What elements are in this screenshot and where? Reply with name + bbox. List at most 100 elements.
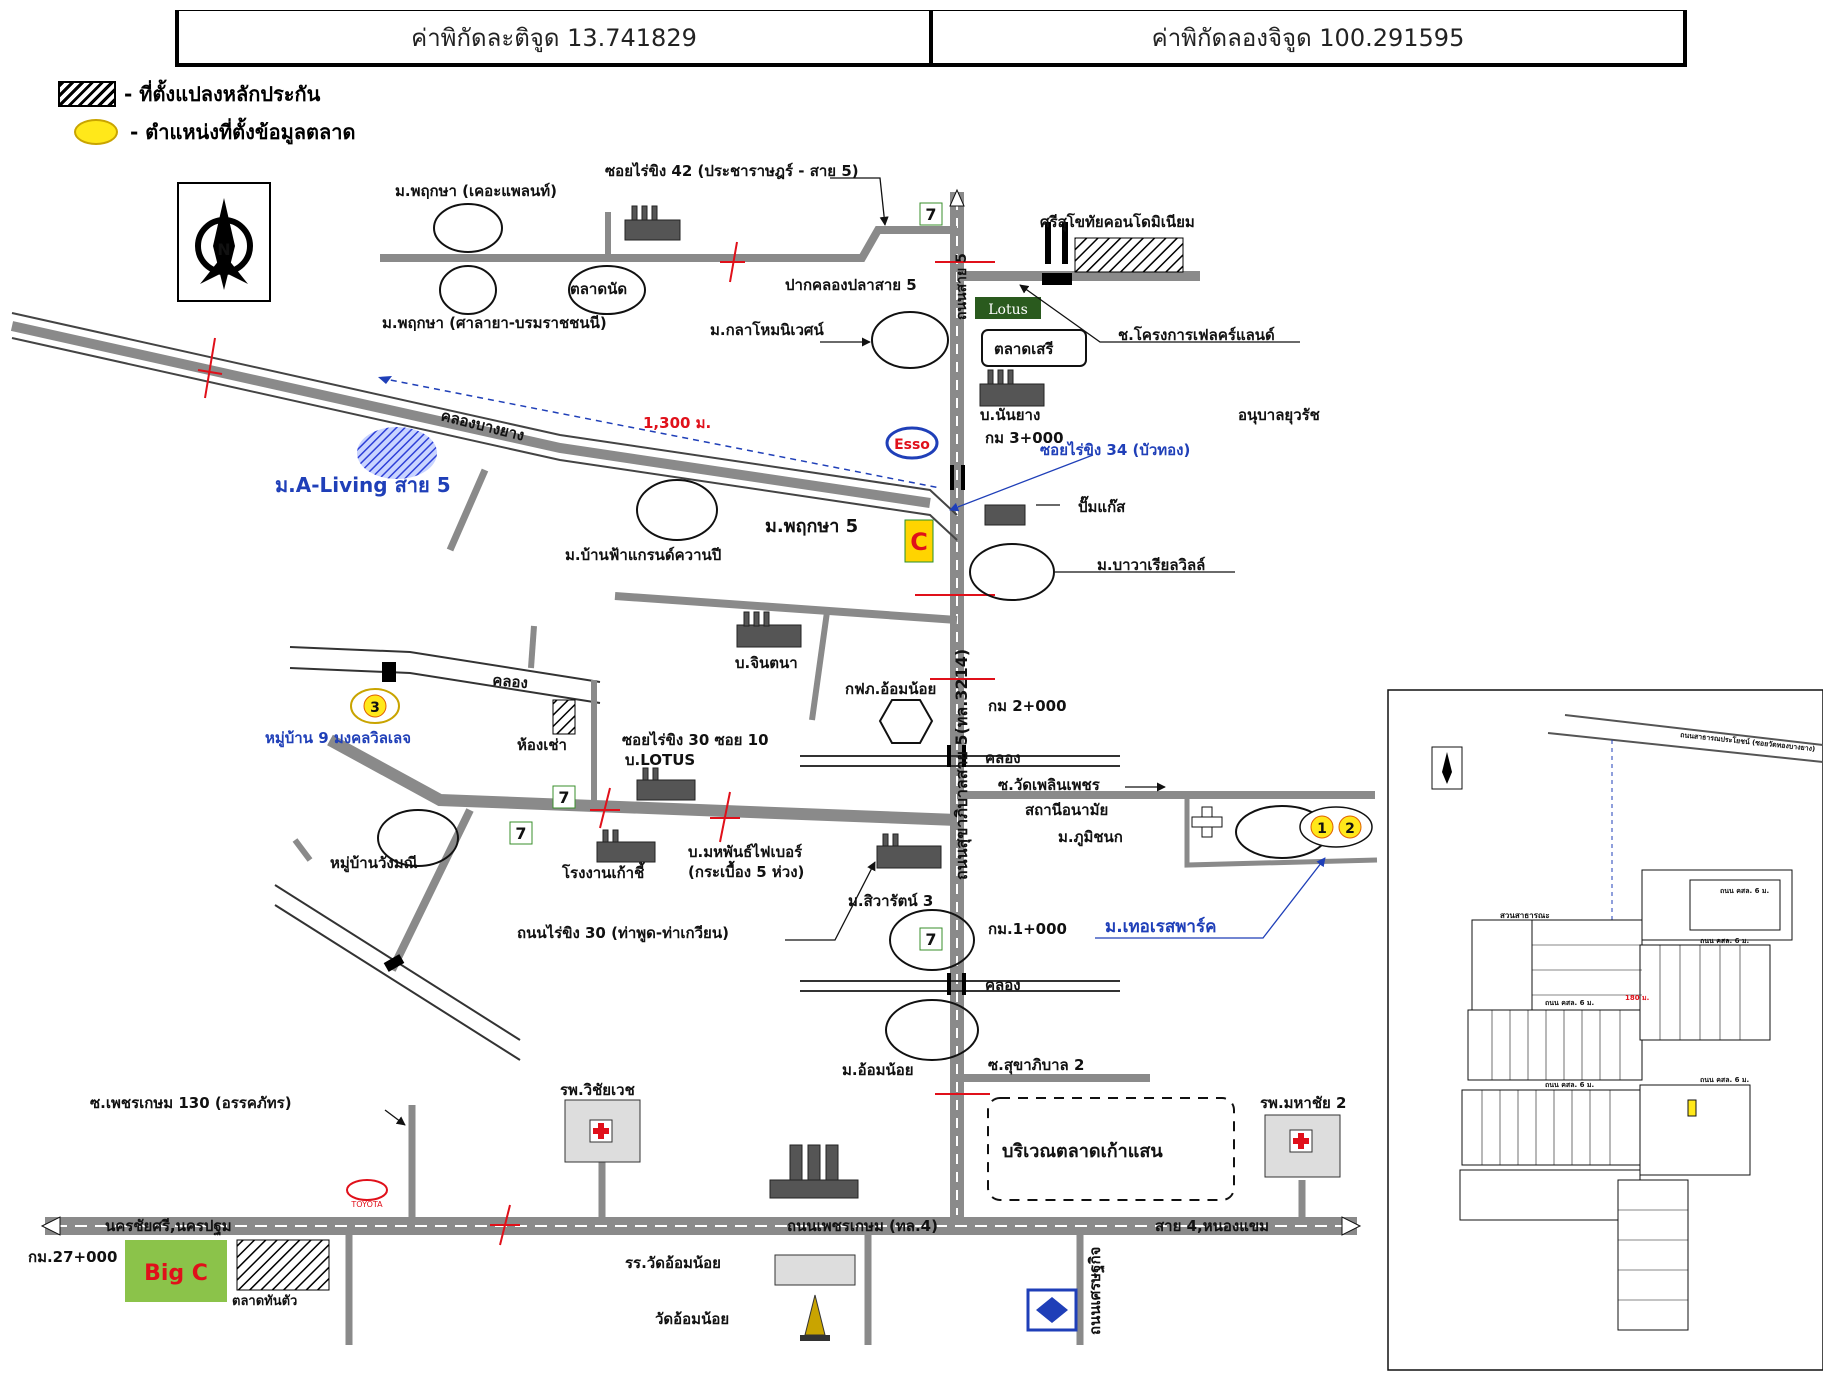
market-area-boundary (987, 1097, 1235, 1201)
factory-icon (624, 219, 681, 241)
label-phruksa-sala: ม.พฤกษา (ศาลายา-บรมราชชนนี) (382, 314, 607, 332)
label-sukhaphiban2: ซ.สุขาภิบาล 2 (988, 1056, 1084, 1075)
label-mahaphan: บ.มหพันธ์ไฟเบอร์ (688, 842, 803, 861)
inset-road-d: ถนน คสล. 6 ม. (1700, 1076, 1749, 1084)
inset-road-a: ถนน คสล. 6 ม. (1545, 999, 1594, 1007)
yellow-ellipse-icon (74, 119, 118, 145)
label-khlong-b: คลอง (985, 749, 1021, 767)
gas-station-icon (984, 504, 1026, 526)
legend-collateral: - ที่ตั้งแปลงหลักประกัน (58, 75, 356, 113)
label-terrace: ม.เทอเรสพาร์ค (1105, 916, 1216, 937)
label-phruksa5: ม.พฤกษา 5 (765, 516, 858, 537)
svg-text:C: C (910, 528, 928, 556)
svg-text:7: 7 (515, 824, 526, 843)
seven-eleven-icon: 7 (919, 927, 943, 951)
rental-rooms-building (552, 699, 576, 735)
temple-icon (804, 1294, 826, 1336)
label-siwarat3: ม.สิวารัตน์ 3 (848, 892, 933, 910)
label-talad-thantan: ตลาดทันตัว (232, 1294, 297, 1309)
inset-dist: 180 ม. (1625, 994, 1649, 1002)
market-marker-1-2: 1 2 (1299, 806, 1373, 848)
legend-market: - ตำแหน่งที่ตั้งข้อมูลตลาด (58, 113, 356, 151)
label-nakhon: นครชัยศรี,นครปฐม (105, 1217, 232, 1236)
label-dist-1300: 1,300 ม. (643, 414, 711, 432)
legend-market-label: - ตำแหน่งที่ตั้งข้อมูลตลาด (130, 120, 356, 144)
svg-text:7: 7 (925, 205, 936, 224)
market-building (236, 1239, 330, 1291)
label-wat-ornnoi: วัดอ้อมน้อย (655, 1310, 729, 1328)
label-main-road-top: ถนนสาย 5 (954, 253, 970, 320)
label-rongngan-kao: โรงงานเก้าชี้ (561, 861, 645, 882)
toyota-logo (346, 1179, 388, 1201)
label-khlong-c: คลอง (985, 976, 1021, 994)
svg-text:TOYOTA: TOYOTA (350, 1200, 383, 1209)
label-km3: กม 3+000 (985, 429, 1064, 447)
inset-road-b: ถนน คสล. 6 ม. (1545, 1081, 1594, 1089)
power-plant-icon (769, 1179, 859, 1199)
label-ban-nanyang: บ.นันยาง (980, 406, 1040, 424)
label-sai-ornnoi: กฟภ.อ้อมน้อย (845, 680, 936, 698)
label-pumkaew: ปั๊มแก๊ส (1078, 495, 1126, 516)
label-soi42: ซอยไร่ขิง 42 (ประชาราษฎร์ - สาย 5) (605, 161, 859, 180)
label-hong-thao: ห้องเช่า (517, 736, 567, 754)
label-soi-watphoen: ซ.วัดเพลินเพชร (998, 776, 1101, 794)
label-ornnoi-m: ม.อ้อมน้อย (842, 1061, 914, 1079)
label-anuban: อนุบาลยุวรัช (1238, 406, 1320, 425)
factory-icon (736, 624, 802, 648)
label-pakklong: ปากคลองปลาสาย 5 (785, 276, 917, 294)
svg-text:7: 7 (925, 930, 936, 949)
label-phetkasem: ถนนเพชรเกษม (ทล.4) (787, 1217, 938, 1235)
label-phumisanok: ม.ภูมิชนก (1058, 828, 1123, 847)
seven-eleven-icon: 7 (552, 785, 576, 809)
label-thanon-setthakij: ถนนเศรษฐกิจ (1086, 1247, 1105, 1335)
condominium-building (1074, 237, 1184, 273)
coordinate-bar: ค่าพิกัดละติจูด 13.741829 ค่าพิกัดลองจิจ… (175, 10, 1687, 67)
label-sathani: สถานีอนามัย (1025, 801, 1108, 819)
legend: - ที่ตั้งแปลงหลักประกัน - ตำแหน่งที่ตั้ง… (58, 75, 356, 151)
longitude-label: ค่าพิกัดลองจิจูด 100.291595 (929, 11, 1683, 63)
market-marker-3: 3 (350, 688, 400, 724)
label-km27: กม.27+000 (28, 1248, 117, 1266)
factory-icon (596, 841, 656, 863)
svg-text:Big C: Big C (144, 1261, 208, 1286)
big-c-logo (125, 1240, 227, 1302)
label-phruksa-kp: ม.พฤกษา (เคอะแพลนท์) (395, 182, 557, 200)
label-wangmani: หมู่บ้านวังมณี (330, 854, 418, 873)
svg-text:Lotus: Lotus (988, 302, 1028, 318)
big-c-extra-icon (904, 519, 934, 563)
seven-eleven-icon: 7 (509, 821, 533, 845)
esso-icon (885, 426, 939, 460)
latitude-label: ค่าพิกัดละติจูด 13.741829 (411, 23, 697, 52)
svg-text:3: 3 (370, 700, 380, 716)
hatch-swatch-icon (58, 81, 116, 107)
label-talad-nat: ตลาดนัด (570, 280, 627, 298)
soi42-road (380, 226, 957, 262)
label-thai-heart: ช.โครงการเฟลคร์แลนด์ (1118, 325, 1275, 344)
svg-text:1: 1 (1317, 821, 1327, 837)
a-living-area (357, 427, 437, 479)
svg-text:2: 2 (1345, 821, 1355, 837)
label-market-area: บริเวณตลาดเก้าแสน (1002, 1141, 1163, 1162)
factory-icon (876, 845, 942, 869)
label-a-living: ม.A-Living สาย 5 (275, 473, 451, 497)
label-km2: กม 2+000 (988, 697, 1067, 715)
label-main-road: ถนนสุขาภิบาลสาย 5(ทล.3214) (952, 649, 972, 880)
label-soi130: ซ.เพชรเกษม 130 (อรรคภัทร) (90, 1094, 292, 1112)
label-rp-wichai: รพ.วิชัยเวช (560, 1081, 635, 1099)
clinic-cross-icon (1191, 806, 1223, 838)
seven-eleven-icon: 7 (919, 202, 943, 226)
label-sri-condo: ศรีสุโขทัยคอนโดมิเนียม (1040, 212, 1195, 232)
label-rp-mahachai: รพ.มหาชัย 2 (1260, 1094, 1346, 1112)
svg-text:7: 7 (558, 788, 569, 807)
compass-rose-icon: N (177, 182, 271, 302)
label-kraboeng: (กระเบื้อง 5 ห่วง) (688, 860, 804, 881)
factory-icon (979, 383, 1045, 407)
label-b-lotus: บ.LOTUS (625, 751, 695, 769)
inset-road-c: ถนน คสล. 6 ม. (1700, 937, 1749, 945)
school-icon (774, 1254, 856, 1286)
label-ban-jintana: บ.จินตนา (735, 654, 798, 672)
label-soi34: ซอยไร่ขิง 34 (บัวทอง) (1040, 440, 1190, 459)
lotus-logo (975, 297, 1041, 319)
label-soi30-10: ซอยไร่ขิง 30 ซอย 10 (622, 730, 769, 749)
